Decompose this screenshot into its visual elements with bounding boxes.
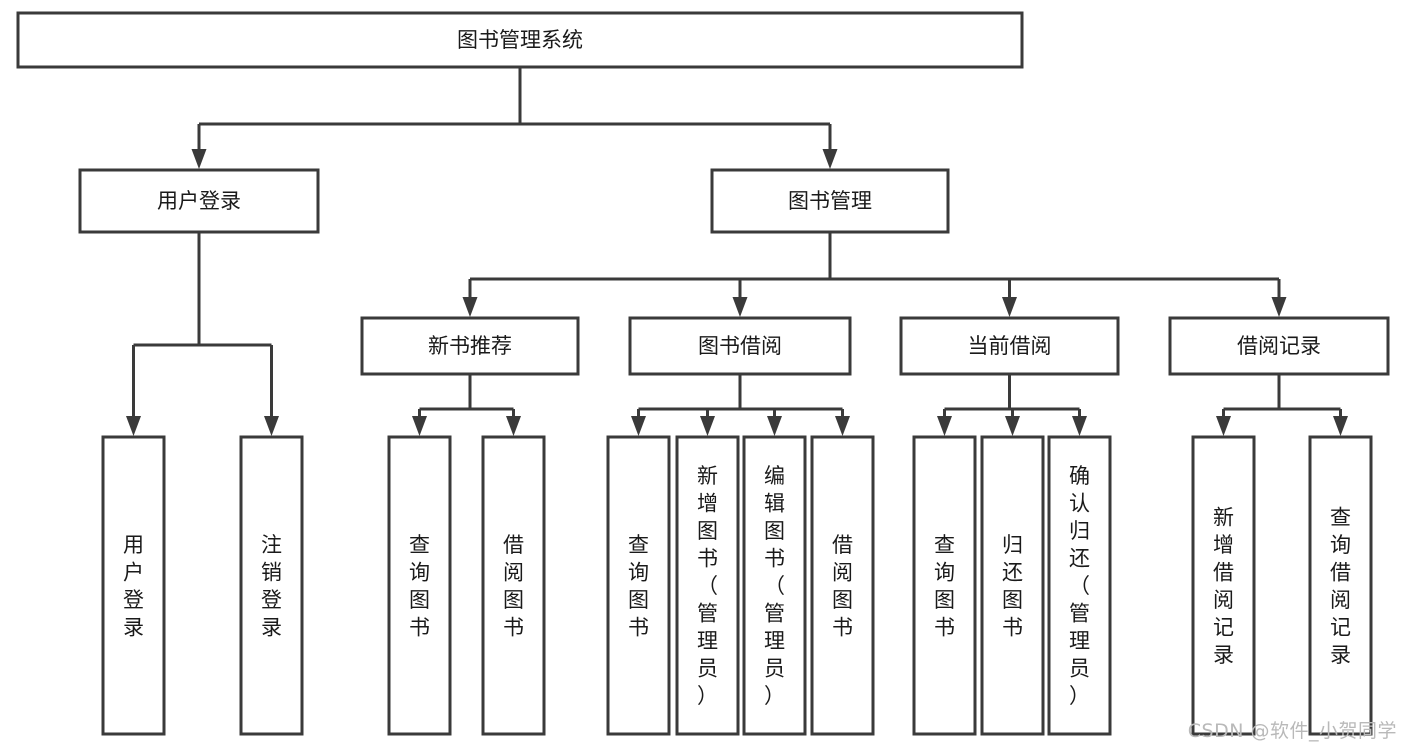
node-box bbox=[810, 435, 875, 736]
connector-arrowhead bbox=[1072, 416, 1087, 436]
node-box bbox=[16, 11, 1024, 69]
connector-arrowhead bbox=[1002, 297, 1017, 317]
connector-arrowhead bbox=[412, 416, 427, 436]
node-box bbox=[628, 316, 852, 376]
node-root[interactable]: 图书管理系统 bbox=[16, 11, 1024, 69]
node-borrow-record[interactable]: 借阅记录 bbox=[1168, 316, 1390, 376]
node-label: 新增图书（管理员） bbox=[697, 464, 718, 708]
connector-arrowhead bbox=[126, 416, 141, 436]
node-box bbox=[710, 168, 950, 234]
node-box bbox=[1308, 435, 1373, 736]
node-leaf-confirm-return[interactable]: 确认归还（管理员） bbox=[1047, 435, 1112, 736]
connector-arrowhead bbox=[1333, 416, 1348, 436]
node-box bbox=[1047, 435, 1112, 736]
connector-arrowhead bbox=[822, 149, 838, 169]
node-box bbox=[481, 435, 546, 736]
node-box bbox=[1191, 435, 1256, 736]
node-leaf-borrow-book-2[interactable]: 借阅图书 bbox=[810, 435, 875, 736]
node-box bbox=[239, 435, 304, 736]
node-box bbox=[606, 435, 671, 736]
node-box bbox=[899, 316, 1120, 376]
connector-arrowhead bbox=[1216, 416, 1231, 436]
connector-arrowhead bbox=[1271, 297, 1287, 317]
node-leaf-query-book-3[interactable]: 查询图书 bbox=[912, 435, 977, 736]
node-label: 图书借阅 bbox=[698, 334, 782, 358]
node-box bbox=[912, 435, 977, 736]
connector-arrowhead bbox=[264, 416, 279, 436]
node-label: 确认归还（管理员） bbox=[1069, 464, 1090, 708]
node-leaf-add-record[interactable]: 新增借阅记录 bbox=[1191, 435, 1256, 736]
node-layer: 图书管理系统用户登录图书管理新书推荐图书借阅当前借阅借阅记录用户登录注销登录查询… bbox=[16, 11, 1390, 736]
node-box bbox=[78, 168, 320, 234]
node-label: 图书管理系统 bbox=[457, 28, 583, 52]
node-label: 编辑图书（管理员） bbox=[764, 464, 785, 708]
node-leaf-return-book[interactable]: 归还图书 bbox=[980, 435, 1045, 736]
node-label: 新增借阅记录 bbox=[1213, 505, 1234, 667]
node-label: 用户登录 bbox=[157, 189, 241, 213]
connector-arrowhead bbox=[462, 297, 478, 317]
node-current-borrow[interactable]: 当前借阅 bbox=[899, 316, 1120, 376]
connector-arrowhead bbox=[767, 416, 782, 436]
node-box bbox=[675, 435, 740, 736]
node-leaf-query-book-2[interactable]: 查询图书 bbox=[606, 435, 671, 736]
node-box bbox=[101, 435, 166, 736]
connector-arrowhead bbox=[835, 416, 850, 436]
node-box bbox=[980, 435, 1045, 736]
connector-arrowhead bbox=[631, 416, 646, 436]
connector-arrowhead bbox=[700, 416, 715, 436]
connector-arrowhead bbox=[732, 297, 748, 317]
node-box bbox=[360, 316, 580, 376]
node-label: 查询图书 bbox=[934, 533, 955, 640]
node-label: 用户登录 bbox=[123, 533, 144, 640]
node-label: 注销登录 bbox=[261, 533, 282, 640]
node-new-book[interactable]: 新书推荐 bbox=[360, 316, 580, 376]
connector-arrowhead bbox=[1005, 416, 1020, 436]
node-box bbox=[387, 435, 452, 736]
connector-arrowhead bbox=[506, 416, 521, 436]
connector-layer bbox=[126, 67, 1348, 436]
node-leaf-add-book[interactable]: 新增图书（管理员） bbox=[675, 435, 740, 736]
node-label: 查询借阅记录 bbox=[1330, 505, 1351, 667]
node-label: 借阅记录 bbox=[1237, 334, 1321, 358]
node-label: 借阅图书 bbox=[503, 533, 524, 640]
node-label: 图书管理 bbox=[788, 189, 872, 213]
node-book-manage[interactable]: 图书管理 bbox=[710, 168, 950, 234]
node-book-borrow[interactable]: 图书借阅 bbox=[628, 316, 852, 376]
node-label: 当前借阅 bbox=[968, 334, 1052, 358]
node-leaf-user-login[interactable]: 用户登录 bbox=[101, 435, 166, 736]
node-box bbox=[742, 435, 807, 736]
node-leaf-edit-book[interactable]: 编辑图书（管理员） bbox=[742, 435, 807, 736]
connector-arrowhead bbox=[937, 416, 952, 436]
node-label: 归还图书 bbox=[1002, 533, 1023, 640]
node-leaf-borrow-book-1[interactable]: 借阅图书 bbox=[481, 435, 546, 736]
node-label: 查询图书 bbox=[628, 533, 649, 640]
node-user-login[interactable]: 用户登录 bbox=[78, 168, 320, 234]
node-label: 查询图书 bbox=[409, 533, 430, 640]
node-leaf-query-book-1[interactable]: 查询图书 bbox=[387, 435, 452, 736]
node-leaf-logout[interactable]: 注销登录 bbox=[239, 435, 304, 736]
node-leaf-query-record[interactable]: 查询借阅记录 bbox=[1308, 435, 1373, 736]
connector-arrowhead bbox=[191, 149, 207, 169]
node-box bbox=[1168, 316, 1390, 376]
node-label: 新书推荐 bbox=[428, 334, 512, 358]
node-label: 借阅图书 bbox=[832, 533, 853, 640]
